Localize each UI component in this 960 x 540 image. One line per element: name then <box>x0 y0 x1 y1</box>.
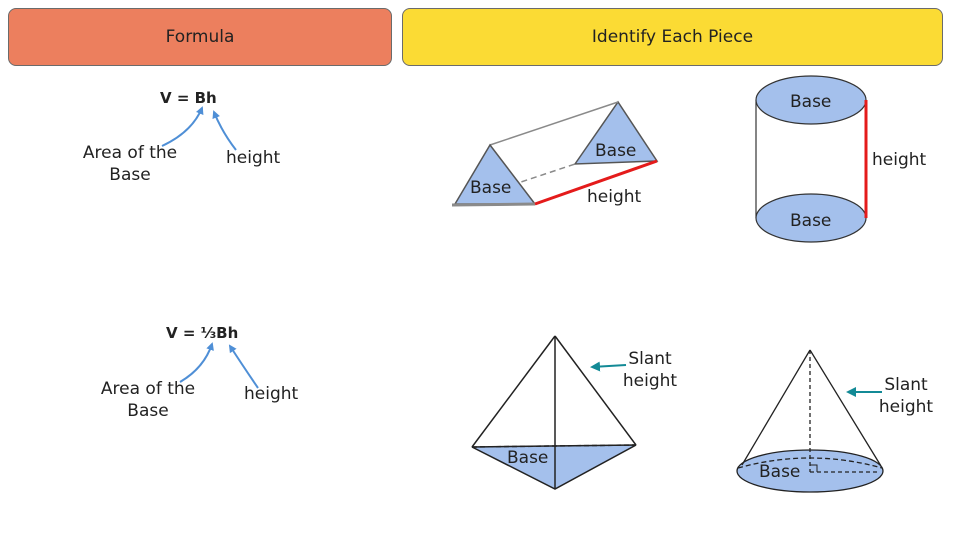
formula-pyramid: V = ⅓Bh <box>166 324 239 342</box>
cylinder-height-label: height <box>872 150 927 170</box>
prism-base-right-label: Base <box>595 141 637 161</box>
cone <box>736 349 884 493</box>
pyramid-slant-label: Slant height <box>622 349 678 391</box>
triangular-prism <box>451 100 659 207</box>
prism-right-base <box>573 100 659 165</box>
cylinder-base-top-label: Base <box>790 92 832 112</box>
right-angle-mark <box>810 464 818 472</box>
prism-height-label: height <box>587 187 642 207</box>
prism-height-line <box>534 159 658 206</box>
height-label-1: height <box>226 148 281 168</box>
formula2-arrows <box>179 342 259 389</box>
cylinder <box>755 75 868 243</box>
area-label-2: Area of the Base <box>100 379 196 421</box>
area-arrow-2 <box>179 342 214 383</box>
pyramid-base-label: Base <box>507 448 549 468</box>
pyramid-base <box>471 444 637 490</box>
height-arrow-1 <box>212 110 237 151</box>
height-arrow-2 <box>228 344 259 389</box>
height-label-2: height <box>244 384 299 404</box>
formula-header-label: Formula <box>165 27 235 47</box>
cone-base-label: Base <box>759 462 801 482</box>
pyramid-slant-arrow <box>590 361 627 372</box>
identify-header: Identify Each Piece <box>402 8 943 66</box>
identify-header-label: Identify Each Piece <box>591 27 754 47</box>
pyramid <box>471 335 637 490</box>
formula-prism: V = Bh <box>160 89 217 107</box>
cylinder-base-bottom-label: Base <box>790 211 832 231</box>
cone-slant-label: Slant height <box>878 375 934 417</box>
prism-base-left-label: Base <box>470 178 512 198</box>
formula-header: Formula <box>8 8 392 66</box>
area-arrow-1 <box>161 106 204 147</box>
area-label-1: Area of the Base <box>82 143 178 185</box>
formula1-arrows <box>161 106 237 151</box>
